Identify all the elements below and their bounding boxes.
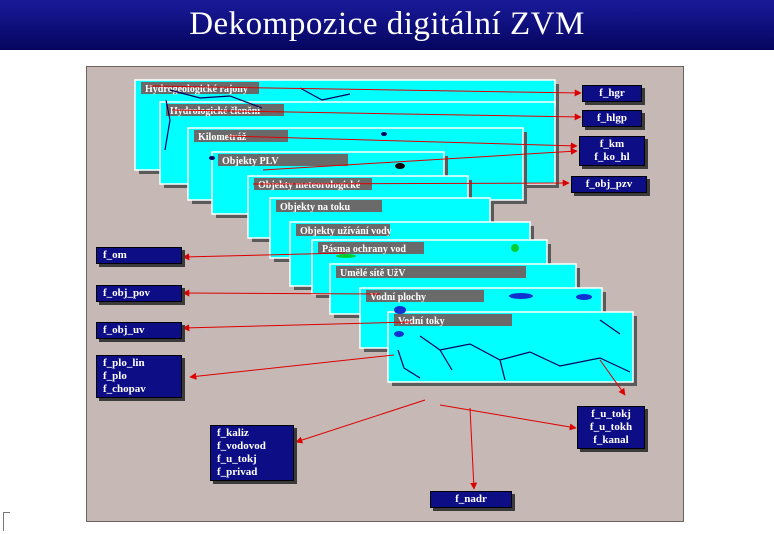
layer-label-bg: [141, 82, 259, 94]
map-blob: [511, 244, 519, 252]
map-blob: [509, 293, 533, 299]
page-title: Dekompozice digitální ZVM: [189, 6, 585, 42]
layer-label: Umělé sítě UžV: [340, 268, 406, 279]
label-f-u-tok: f_u_tokj f_u_tokh f_kanal: [577, 406, 645, 449]
map-blob: [395, 163, 405, 169]
map-blob: [336, 254, 356, 258]
label-line: f_kanal: [593, 434, 629, 446]
layer-label-bg: [336, 266, 526, 278]
label-f-nadr: f_nadr: [430, 491, 512, 508]
connector-arrow: [149, 85, 582, 97]
label-f-kaliz: f_kaliz f_vodovod f_u_tokj f_privad: [210, 425, 294, 481]
connector-arrow: [599, 359, 626, 396]
label-f-km: f_km f_ko_hl: [579, 136, 645, 166]
label-line: f_obj_uv: [103, 324, 145, 336]
label-line: f_privad: [217, 466, 258, 478]
label-f-obj-uv: f_obj_uv: [96, 322, 182, 339]
label-line: f_hgr: [599, 87, 625, 99]
connector-arrow: [182, 289, 381, 297]
label-f-obj-pzv: f_obj_pzv: [571, 176, 647, 193]
connector-arrow: [227, 135, 578, 150]
map-line: [419, 335, 631, 373]
label-f-obj-pov: f_obj_pov: [96, 285, 182, 302]
layer-label-bg: [366, 290, 484, 302]
label-line: f_hlgp: [597, 112, 627, 124]
layer-label: Objekty užívání vody: [300, 226, 392, 237]
layer-sheet: Vodní toky: [387, 311, 637, 386]
map-blob: [381, 132, 387, 136]
label-line: f_km: [599, 138, 625, 150]
layer-label: Objekty na toku: [280, 202, 350, 213]
label-line: f_chopav: [103, 383, 146, 395]
label-line: f_plo: [103, 370, 127, 382]
map-blob: [576, 294, 592, 300]
map-blob: [394, 306, 406, 314]
layer-label-bg: [394, 314, 512, 326]
layer-label-bg: [166, 104, 284, 116]
corner-mark: [3, 512, 10, 531]
layer-label-bg: [318, 242, 424, 254]
label-line: f_obj_pzv: [585, 178, 633, 190]
layer-label: Pásma ochrany vod: [322, 244, 406, 255]
connector-arrow: [182, 252, 346, 261]
label-f-hlgp: f_hlgp: [582, 110, 642, 127]
label-f-om: f_om: [96, 247, 182, 264]
layer-label-bg: [296, 224, 390, 236]
connector-arrow: [439, 404, 577, 431]
label-line: f_nadr: [455, 493, 487, 505]
map-blob: [394, 331, 404, 337]
connector-arrow: [189, 354, 395, 380]
connector-arrow: [469, 407, 478, 490]
layer-label-bg: [276, 200, 382, 212]
layer-label: Vodní toky: [398, 316, 445, 327]
layer-label: Vodní plochy: [370, 292, 426, 303]
label-line: f_u_tokj: [217, 453, 257, 465]
connector-arrow: [182, 321, 413, 332]
map-line: [397, 349, 421, 379]
map-line: [439, 349, 453, 371]
label-f-hgr: f_hgr: [582, 85, 642, 102]
connector-arrow: [252, 179, 570, 187]
label-line: f_ko_hl: [594, 151, 630, 163]
map-line: [599, 319, 621, 335]
label-line: f_u_tokj: [591, 408, 631, 420]
connector-arrow: [262, 147, 578, 171]
label-line: f_plo_lin: [103, 357, 145, 369]
map-line: [164, 99, 171, 151]
map-features: [164, 87, 631, 381]
label-line: f_om: [103, 249, 127, 261]
label-f-plo: f_plo_lin f_plo f_chopav: [96, 355, 182, 398]
layer-label: Hydrologické členění: [170, 106, 260, 117]
label-line: f_u_tokh: [589, 421, 633, 433]
connector-arrow: [295, 399, 426, 444]
label-line: f_vodovod: [217, 440, 266, 452]
layer-label: Kilometráž: [198, 132, 247, 143]
map-line: [169, 89, 263, 109]
title-bar: Dekompozice digitální ZVM: [0, 0, 774, 50]
layer-label: Objekty meteorologické: [258, 180, 361, 191]
map-blob: [209, 156, 215, 160]
connector-arrow: [171, 109, 582, 121]
layer-label-bg: [218, 154, 348, 166]
layer-label: Objekty PLV: [222, 156, 279, 167]
map-line: [499, 359, 506, 381]
label-line: f_kaliz: [217, 427, 249, 439]
layer-label: Hydrogeologické rajony: [145, 84, 248, 95]
label-line: f_obj_pov: [103, 287, 151, 299]
map-line: [299, 87, 351, 101]
